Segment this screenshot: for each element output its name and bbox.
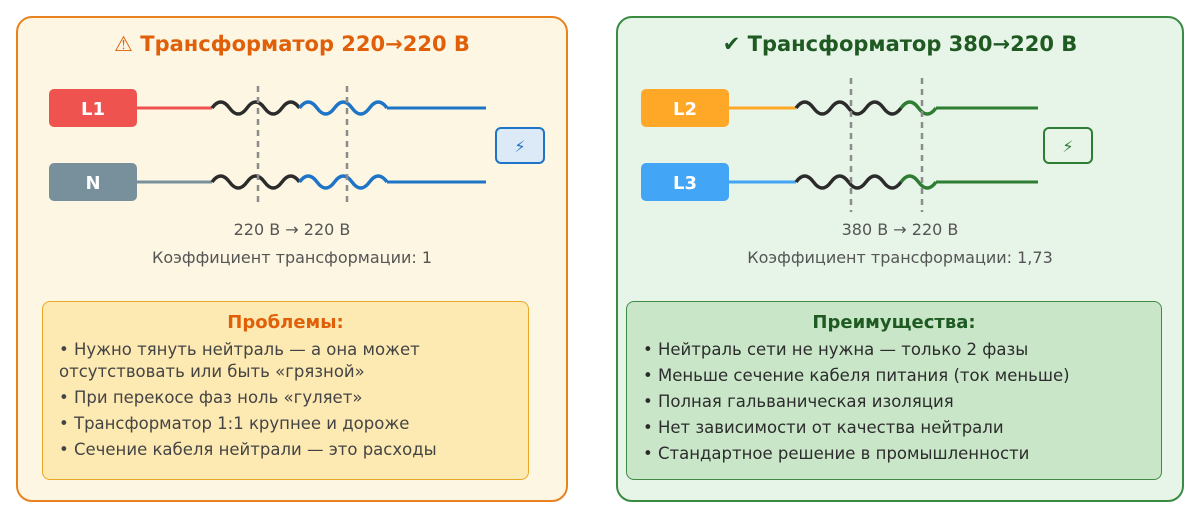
ratio-text: Коэффициент трансформации: 1,73: [747, 248, 1053, 267]
primary-winding: [794, 174, 903, 190]
load-box: [495, 127, 545, 164]
list-item: Сечение кабеля нейтрали — это расходы: [59, 439, 516, 461]
circuit-diagram-380: L2 L3 ⚡: [641, 78, 1093, 212]
list-item: Трансформатор 1:1 крупнее и дороже: [59, 413, 516, 435]
phase-label-l3-text: L3: [673, 173, 697, 194]
box-title: Проблемы:: [227, 312, 344, 333]
advantages-list: Нейтраль сети не нужна — только 2 фазы М…: [627, 339, 1161, 465]
transformer-380-panel: ✔ Трансформатор 380→220 В L2 L3 ⚡ 380 В …: [616, 16, 1184, 502]
primary-winding: [794, 100, 903, 116]
primary-winding: [210, 174, 301, 190]
voltage-text: 220 В → 220 В: [233, 220, 351, 239]
list-item: Полная гальваническая изоляция: [643, 391, 1149, 413]
phase-label-n-text: N: [85, 173, 100, 194]
phase-label-l2: [641, 89, 729, 127]
circuit-diagram-220: L1 N ⚡: [49, 86, 545, 204]
primary-winding: [210, 100, 301, 116]
ratio-text: Коэффициент трансформации: 1: [151, 248, 433, 267]
list-item: Стандартное решение в промышленности: [643, 443, 1149, 465]
load-box: [1043, 127, 1093, 164]
secondary-winding: [298, 174, 389, 190]
list-item: Меньше сечение кабеля питания (ток меньш…: [643, 365, 1149, 387]
phase-label-l3: [641, 163, 729, 201]
lightning-icon: ⚡: [1062, 137, 1073, 156]
lightning-icon: ⚡: [514, 137, 525, 156]
list-item: Нейтраль сети не нужна — только 2 фазы: [643, 339, 1149, 361]
secondary-winding: [298, 100, 389, 116]
panel-title: ⚠ Трансформатор 220→220 В: [114, 32, 470, 56]
list-item: При перекосе фаз ноль «гуляет»: [59, 387, 516, 409]
panel-title: ✔ Трансформатор 380→220 В: [722, 32, 1078, 56]
problems-box: Проблемы: Нужно тянуть нейтраль — а она …: [42, 301, 529, 480]
phase-label-l2-text: L2: [673, 99, 697, 120]
phase-label-l1-text: L1: [81, 99, 105, 120]
transformer-220-panel: ⚠ Трансформатор 220→220 В L1 N ⚡ 220 В →…: [16, 16, 568, 502]
problems-list: Нужно тянуть нейтраль — а она может отсу…: [43, 339, 528, 461]
secondary-winding: [899, 174, 938, 190]
list-item: Нет зависимости от качества нейтрали: [643, 417, 1149, 439]
phase-label-l1: [49, 89, 137, 127]
list-item: Нужно тянуть нейтраль — а она может отсу…: [59, 339, 516, 383]
box-title: Преимущества:: [812, 312, 976, 333]
phase-label-n: [49, 163, 137, 201]
advantages-box: Преимущества: Нейтраль сети не нужна — т…: [626, 301, 1162, 480]
voltage-text: 380 В → 220 В: [841, 220, 959, 239]
secondary-winding: [899, 100, 938, 116]
